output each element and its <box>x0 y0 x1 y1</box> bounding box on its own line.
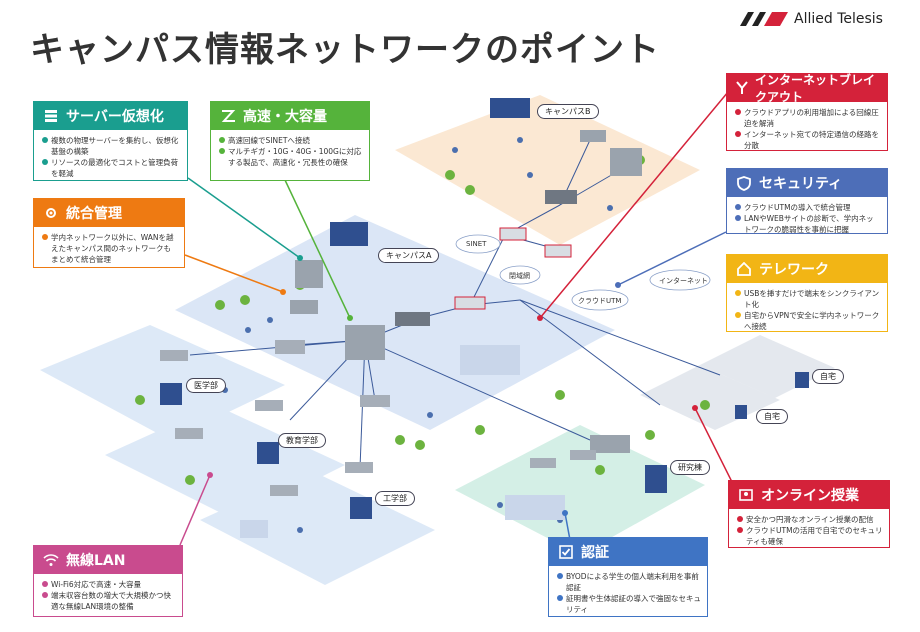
label-research: 研究棟 <box>670 460 710 475</box>
callout-security: セキュリティ クラウドUTMの導入で統合管理 LANやWEBサイトの診断で、学内… <box>726 168 888 234</box>
list-item: クラウドUTMの導入で統合管理 <box>735 202 881 213</box>
list-item: 証明書や生体認証の導入で強固なセキュリティ <box>557 593 701 615</box>
callout-title: セキュリティ <box>759 176 843 192</box>
page-title: キャンパス情報ネットワークのポイント <box>30 30 660 70</box>
callout-title: 統合管理 <box>66 206 122 222</box>
callout-internet-breakout: インターネットブレイクアウト クラウドアプリの利用増加による回線圧迫を解消 イン… <box>726 73 888 151</box>
shield-icon <box>735 174 753 192</box>
callout-title: 認証 <box>581 545 609 561</box>
callout-list: 高速回線でSINETへ接続 マルチギガ・10G・40G・100Gに対応する製品で… <box>211 130 369 172</box>
list-item: 端末収容台数の増大で大規模かつ快適な無線LAN環境の整備 <box>42 590 176 612</box>
label-campus-a: キャンパスA <box>378 248 440 263</box>
list-item: インターネット宛ての特定通信の経路を分散 <box>735 129 881 151</box>
callout-online-classes: オンライン授業 安全かつ円滑なオンライン授業の配信 クラウドUTMの活用で自宅で… <box>728 480 890 548</box>
callout-telework: テレワーク USBを挿すだけで端末をシンクライアント化 自宅からVPNで安全に学… <box>726 254 888 332</box>
callout-list: Wi-Fi6対応で高速・大容量 端末収容台数の増大で大規模かつ快適な無線LAN環… <box>34 574 182 616</box>
list-item: 高速回線でSINETへ接続 <box>219 135 363 146</box>
callout-title: 無線LAN <box>66 553 126 569</box>
check-icon <box>557 543 575 561</box>
list-item: リソースの最適化でコストと管理負荷を軽減 <box>42 157 181 179</box>
callout-title: インターネットブレイクアウト <box>755 73 876 104</box>
label-cloud-utm: クラウドUTM <box>578 297 622 305</box>
callout-list: クラウドUTMの導入で統合管理 LANやWEBサイトの診断で、学内ネットワークの… <box>727 197 887 239</box>
list-item: USBを挿すだけで端末をシンクライアント化 <box>735 288 881 310</box>
callout-title: オンライン授業 <box>761 488 859 504</box>
research-platform <box>455 425 705 555</box>
list-item: 安全かつ円滑なオンライン授業の配信 <box>737 514 883 525</box>
home-icon <box>735 260 753 278</box>
campus-b-platform <box>395 95 700 245</box>
allied-telesis-logo-icon <box>740 12 788 26</box>
desks <box>240 345 565 538</box>
brand-name: Allied Telesis <box>794 11 883 27</box>
callout-list: 複数の物理サーバーを集約し、仮想化基盤の構築 リソースの最適化でコストと管理負荷… <box>34 130 187 183</box>
callout-list: クラウドアプリの利用増加による回線圧迫を解消 インターネット宛ての特定通信の経路… <box>727 102 887 155</box>
callout-server-virtualization: サーバー仮想化 複数の物理サーバーを集約し、仮想化基盤の構築 リソースの最適化で… <box>33 101 188 181</box>
callout-authentication: 認証 BYODによる学生の個人端末利用を事前認証 証明書や生体認証の導入で強固な… <box>548 537 708 617</box>
list-item: マルチギガ・10G・40G・100Gに対応する製品で、高速化・冗長性の確保 <box>219 146 363 168</box>
callout-wireless-lan: 無線LAN Wi-Fi6対応で高速・大容量 端末収容台数の増大で大規模かつ快適な… <box>33 545 183 617</box>
list-item: BYODによる学生の個人端末利用を事前認証 <box>557 571 701 593</box>
callout-title: サーバー仮想化 <box>66 109 164 125</box>
list-item: Wi-Fi6対応で高速・大容量 <box>42 579 176 590</box>
buildings <box>160 98 809 519</box>
engineering-platform <box>200 470 435 585</box>
label-education: 教育学部 <box>278 433 326 448</box>
list-item: 複数の物理サーバーを集約し、仮想化基盤の構築 <box>42 135 181 157</box>
label-sinet: SINET <box>466 240 487 248</box>
y-split-icon <box>735 79 749 97</box>
network-devices <box>160 130 642 496</box>
gear-icon <box>42 204 60 222</box>
callout-integrated-management: 統合管理 学内ネットワーク以外に、WANを越えたキャンパス間のネットワークもまと… <box>33 198 185 268</box>
callout-high-speed: 高速・大容量 高速回線でSINETへ接続 マルチギガ・10G・40G・100Gに… <box>210 101 370 181</box>
label-engineering: 工学部 <box>375 491 415 506</box>
server-icon <box>42 107 60 125</box>
label-medical: 医学部 <box>186 378 226 393</box>
video-icon <box>737 486 755 504</box>
list-item: クラウドアプリの利用増加による回線圧迫を解消 <box>735 107 881 129</box>
speed-icon <box>219 107 237 125</box>
list-item: 学内ネットワーク以外に、WANを越えたキャンパス間のネットワークもまとめて統合管… <box>42 232 178 265</box>
callout-list: 安全かつ円滑なオンライン授業の配信 クラウドUTMの活用で自宅でのセキュリティも… <box>729 509 889 551</box>
label-closed-network: 閉域網 <box>509 272 530 280</box>
list-item: クラウドUTMの活用で自宅でのセキュリティも確保 <box>737 525 883 547</box>
label-internet: インターネット <box>659 277 708 285</box>
callout-title: テレワーク <box>759 262 829 278</box>
wifi-icon <box>42 551 60 569</box>
brand-logo: Allied Telesis <box>740 8 883 30</box>
callout-list: 学内ネットワーク以外に、WANを越えたキャンパス間のネットワークもまとめて統合管… <box>34 227 184 269</box>
list-item: LANやWEBサイトの診断で、学内ネットワークの脆弱性を事前に把握 <box>735 213 881 235</box>
label-home-1: 自宅 <box>812 369 844 384</box>
label-campus-b: キャンパスB <box>537 104 599 119</box>
callout-list: BYODによる学生の個人端末利用を事前認証 証明書や生体認証の導入で強固なセキュ… <box>549 566 707 619</box>
callout-list: USBを挿すだけで端末をシンクライアント化 自宅からVPNで安全に学内ネットワー… <box>727 283 887 336</box>
list-item: 自宅からVPNで安全に学内ネットワークへ接続 <box>735 310 881 332</box>
label-home-2: 自宅 <box>756 409 788 424</box>
callout-lines <box>179 91 733 546</box>
callout-title: 高速・大容量 <box>243 109 327 125</box>
clouds <box>455 234 711 311</box>
